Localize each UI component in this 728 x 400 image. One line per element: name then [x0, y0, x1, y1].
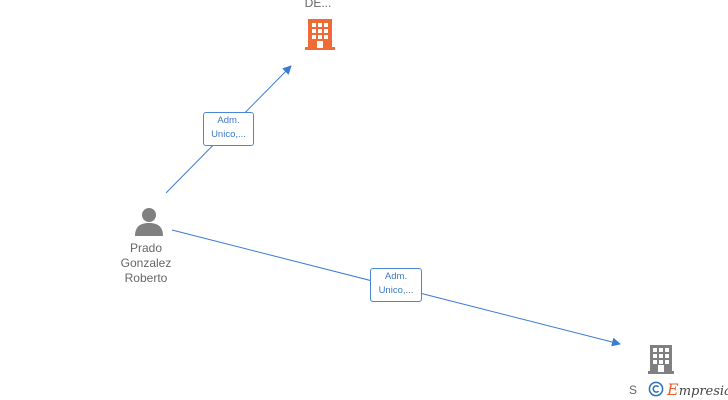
person-name-label[interactable]: Prado Gonzalez Roberto [106, 241, 186, 286]
edge-label-line-2: Unico,... [211, 129, 246, 140]
building-icon[interactable] [648, 344, 674, 374]
person-name-line-1: Prado [129, 241, 163, 255]
edge-label-person-to-company-top[interactable]: Adm. Unico,... [203, 112, 254, 146]
empresia-logo-rest: mpresia [678, 383, 728, 399]
edge-label-line-1: Adm. [384, 271, 408, 282]
person-icon[interactable] [134, 206, 164, 236]
empresia-logo: Empresia [667, 380, 728, 399]
person-name-line-3: Roberto [124, 271, 168, 285]
company-top-label[interactable]: DE... [304, 0, 332, 10]
empresia-logo-initial: E [667, 379, 679, 399]
edge-label-line-2: Unico,... [378, 285, 414, 296]
copyright-icon [648, 381, 664, 397]
edge-label-person-to-company-bottom[interactable]: Adm. Unico,... [370, 268, 422, 302]
building-icon[interactable] [305, 18, 335, 50]
edge-label-line-1: Adm. [217, 115, 240, 126]
empresia-watermark: Empresia [648, 379, 728, 399]
company-bottom-label[interactable]: S [628, 383, 637, 397]
person-name-line-2: Gonzalez [120, 256, 172, 270]
